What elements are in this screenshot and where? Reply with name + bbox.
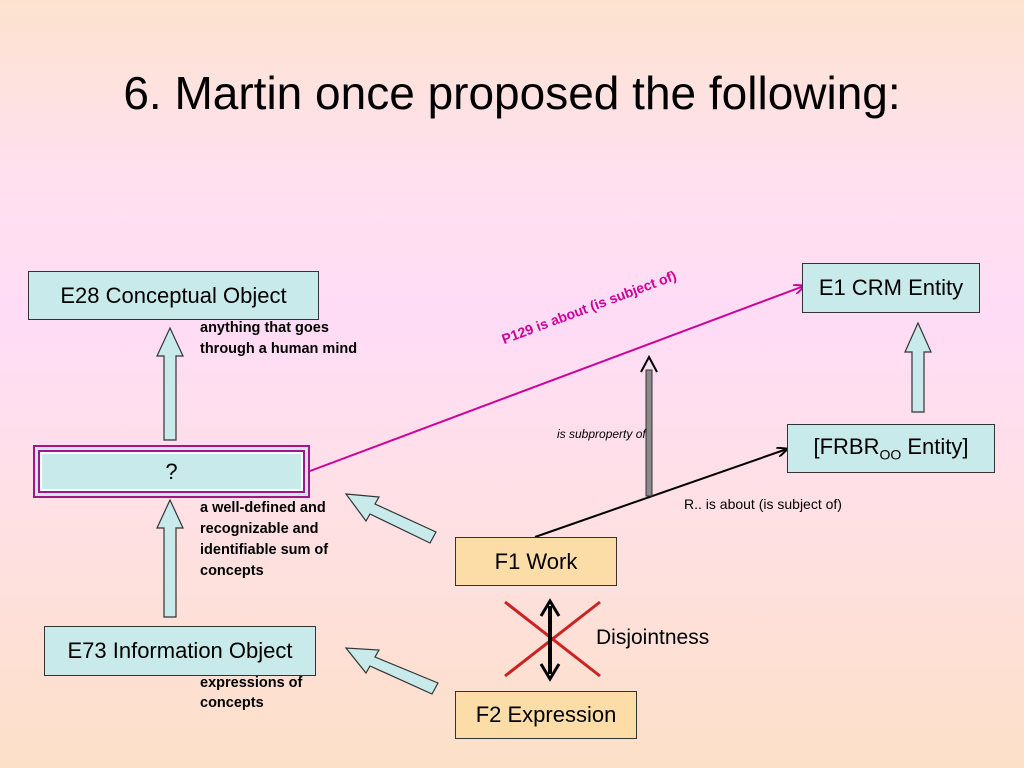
subproperty-arrow-shaft	[645, 369, 653, 497]
e73-scope-note: expressions of concepts	[200, 673, 302, 713]
isa-arrow-f2-to-e73	[344, 647, 439, 695]
e28-note-line: anything that goes	[200, 320, 329, 336]
isa-arrow-e73-to-q	[156, 498, 184, 618]
e73-information-object-box: E73 Information Object	[44, 626, 316, 676]
e1-crm-entity-box: E1 CRM Entity	[802, 263, 980, 313]
frbr-label-tail: Entity]	[901, 434, 969, 460]
isa-arrow-f1-to-q	[344, 493, 437, 544]
f1-work-box: F1 Work	[455, 537, 617, 586]
e28-scope-note: anything that goes through a human mind	[200, 318, 357, 360]
frbr-label: [FRBROO Entity]	[813, 434, 968, 462]
disjoint-arrow-head-bottom	[539, 663, 561, 682]
disjoint-cross-stroke-b	[504, 600, 601, 678]
r-about-arrow	[534, 449, 787, 538]
f1-label: F1 Work	[494, 548, 578, 574]
slide-title: 6. Martin once proposed the following:	[123, 67, 901, 119]
e73-label: E73 Information Object	[67, 638, 293, 663]
e1-label: E1 CRM Entity	[818, 275, 964, 300]
isa-arrow-q-to-e28	[156, 326, 184, 441]
unknown-note-line: recognizable and	[200, 521, 319, 537]
frbr-label-main: [FRBR	[813, 434, 880, 460]
unknown-note-line: a well-defined and	[200, 500, 326, 516]
subproperty-label: is subproperty of	[557, 427, 646, 441]
subproperty-arrow-head	[640, 354, 658, 373]
disjoint-arrow-head-top	[539, 598, 561, 617]
f2-expression-box: F2 Expression	[455, 691, 637, 739]
disjointness-label: Disjointness	[596, 626, 710, 649]
unknown-entity-label: ?	[165, 458, 178, 484]
e73-note-line: expressions of	[200, 675, 303, 691]
e28-conceptual-object-box: E28 Conceptual Object	[28, 271, 319, 320]
f2-label: F2 Expression	[475, 702, 617, 727]
unknown-scope-note: a well-defined and recognizable and iden…	[200, 498, 328, 582]
r-about-label: R.. is about (is subject of)	[684, 496, 842, 512]
e73-note-line: concepts	[200, 695, 264, 711]
unknown-note-line: concepts	[200, 563, 264, 579]
isa-arrow-frbr-to-e1	[904, 321, 932, 413]
e28-label: E28 Conceptual Object	[60, 282, 287, 308]
frbr-label-subscript: OO	[879, 446, 902, 463]
e28-note-line: through a human mind	[200, 341, 358, 357]
frbr-entity-box: [FRBROO Entity]	[787, 424, 995, 473]
unknown-note-line: identifiable sum of	[200, 542, 329, 558]
p129-arrow	[309, 286, 804, 472]
unknown-entity-box: ?	[33, 445, 310, 498]
unknown-entity-inner: ?	[38, 450, 305, 493]
